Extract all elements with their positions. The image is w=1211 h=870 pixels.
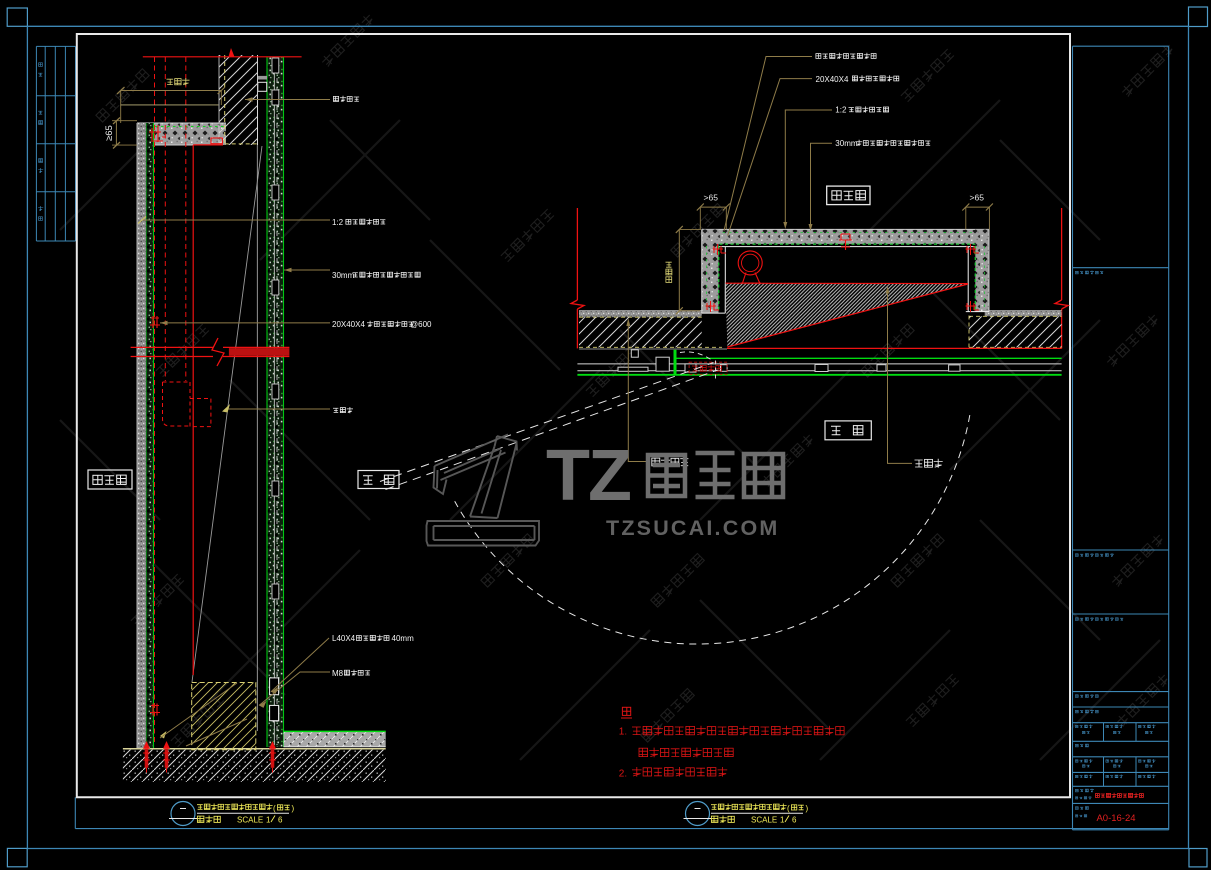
svg-text:≥65: ≥65 (104, 125, 115, 141)
svg-text:20X40X4: 20X40X4 (332, 320, 365, 329)
svg-text:40mm: 40mm (392, 634, 415, 643)
svg-text:20X40X4: 20X40X4 (816, 75, 849, 84)
svg-text:1:2: 1:2 (332, 218, 344, 227)
svg-text:1: 1 (780, 816, 785, 825)
svg-text:TZSUCAI.COM: TZSUCAI.COM (606, 516, 780, 540)
svg-text:>65: >65 (704, 193, 719, 203)
svg-text:6: 6 (278, 816, 283, 825)
svg-text:L40X4: L40X4 (332, 634, 356, 643)
svg-text:6: 6 (792, 816, 797, 825)
svg-text:(: ( (787, 804, 790, 813)
svg-text:M8: M8 (332, 669, 344, 678)
svg-text:2: 2 (619, 769, 625, 780)
svg-text:(: ( (273, 804, 276, 813)
svg-text:SCALE: SCALE (751, 816, 777, 825)
svg-text:TZ: TZ (546, 436, 630, 516)
svg-text:1:2: 1:2 (835, 106, 847, 115)
svg-text:1: 1 (266, 816, 271, 825)
svg-text:): ) (292, 804, 295, 813)
svg-text:@600: @600 (410, 320, 432, 329)
svg-text:): ) (806, 804, 809, 813)
svg-text:30mm: 30mm (835, 139, 858, 148)
svg-text:.: . (625, 769, 628, 779)
svg-text:>65: >65 (970, 193, 985, 203)
svg-text:30mm: 30mm (332, 271, 355, 280)
svg-text:.: . (625, 727, 628, 737)
svg-text:SCALE: SCALE (237, 816, 263, 825)
svg-text:1: 1 (619, 727, 625, 738)
svg-text:A0-16-24: A0-16-24 (1096, 813, 1135, 824)
